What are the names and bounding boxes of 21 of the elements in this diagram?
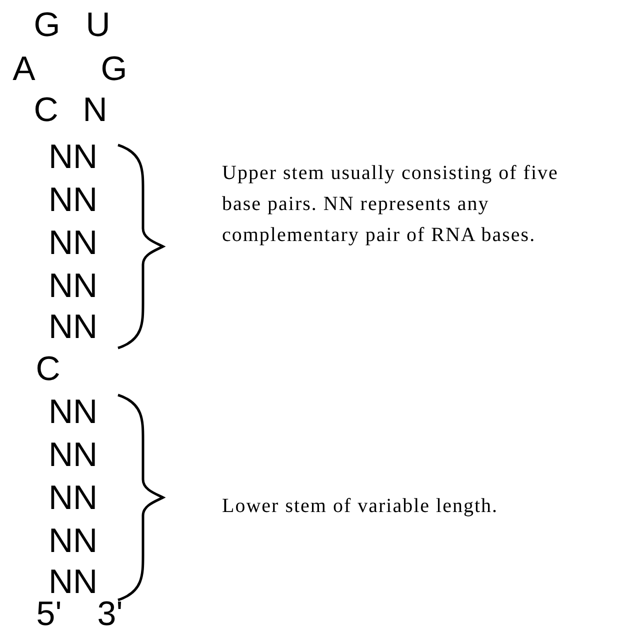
base-letter: NN [48, 524, 98, 558]
base-letter: NN [48, 140, 98, 174]
base-letter: A [12, 52, 36, 86]
base-letter: NN [48, 565, 98, 599]
base-letter: NN [48, 183, 98, 217]
base-letter: NN [48, 269, 98, 303]
base-letter: NN [48, 226, 98, 260]
base-letter: N [82, 93, 108, 127]
base-letter: NN [48, 310, 98, 344]
annotation-text: Lower stem of variable length. [222, 494, 500, 519]
base-letter: G [100, 52, 128, 86]
base-letter: C [34, 93, 58, 127]
base-letter: NN [48, 438, 98, 472]
annotation-text: Upper stem usually consisting of five base pairs. NN represents any complementary pair of RNA bases. [222, 161, 560, 248]
base-letter: NN [48, 481, 98, 515]
base-letter: U [86, 8, 110, 42]
base-letter: NN [48, 395, 98, 429]
base-letter: 5' [36, 597, 62, 631]
base-letter: G [34, 8, 60, 42]
base-letter: 3' [97, 597, 123, 631]
base-letter: C [36, 352, 60, 386]
